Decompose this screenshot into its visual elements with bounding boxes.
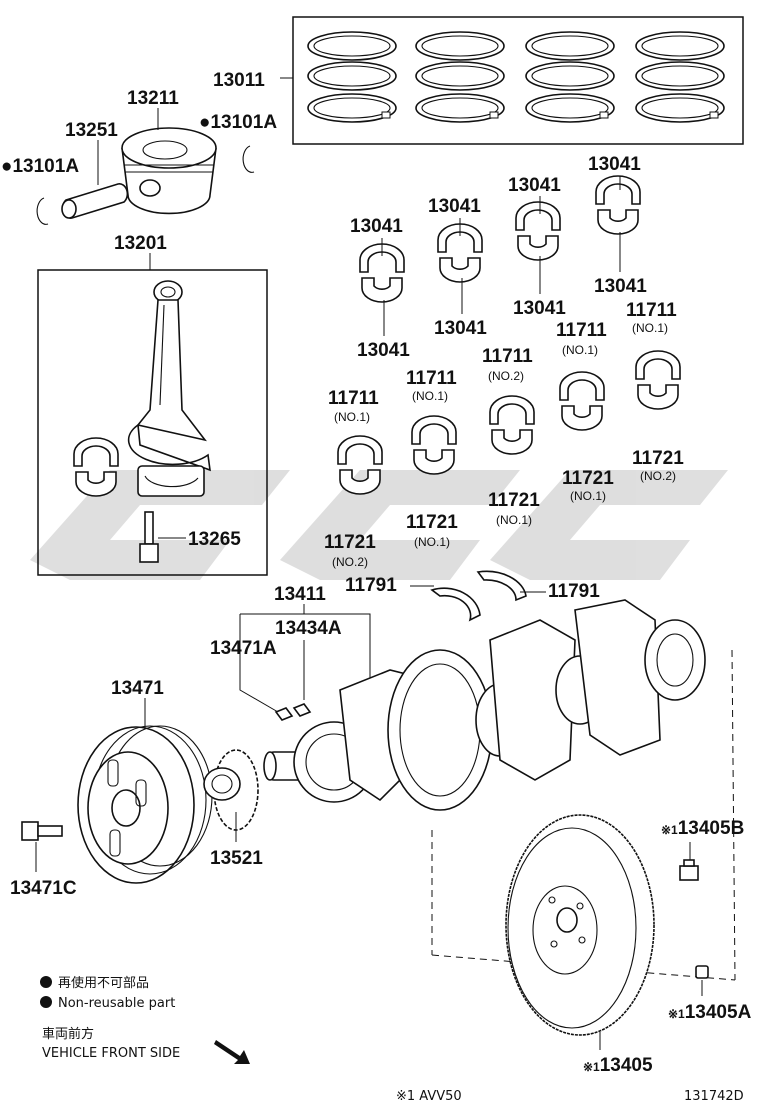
label-crank-key-b: 13471A: [210, 638, 277, 659]
svg-text:(NO.1): (NO.1): [570, 489, 606, 503]
label-conrod-bearing-4b: 13041: [594, 276, 647, 297]
svg-text:(NO.1): (NO.1): [496, 513, 532, 527]
conrod-bolt[interactable]: [139, 511, 159, 563]
svg-text:(NO.2): (NO.2): [332, 555, 368, 569]
note-marker: ※1: [661, 823, 678, 837]
crank-keys[interactable]: [274, 703, 312, 721]
label-main-lower-2: 11721: [406, 512, 458, 533]
svg-text:(NO.2): (NO.2): [488, 369, 524, 383]
label-piston-rings: 13011: [213, 70, 265, 91]
label-snap-ring-left: ●13101A: [1, 156, 79, 177]
label-thrust-washer-left: 11791: [345, 575, 397, 596]
label-flywheel-pin: ※113405A: [668, 1002, 752, 1023]
flywheel-bolt[interactable]: [679, 859, 699, 881]
label-pulley-bolt: 13471C: [10, 878, 77, 899]
flywheel-pin[interactable]: [695, 965, 709, 979]
label-crank-pulley: 13471: [111, 678, 164, 699]
watermark-logo: [30, 470, 728, 580]
conrod-assy-frame: [37, 269, 268, 576]
label-conrod-bearing-3b: 13041: [513, 298, 566, 319]
svg-text:(NO.1): (NO.1): [334, 410, 370, 424]
label-crank-key-a: 13434A: [275, 618, 342, 639]
front-arrow-icon: [214, 1040, 250, 1064]
label-crank-sprocket: 13521: [210, 848, 263, 869]
label-piston-pin: 13251: [65, 120, 118, 141]
label-main-upper-4: 11711: [556, 320, 607, 341]
flywheel-frame: [431, 649, 736, 981]
snap-ring-right[interactable]: [242, 145, 255, 173]
label-conrod-bearing-2b: 13041: [434, 318, 487, 339]
piston-ring-set[interactable]: [292, 16, 744, 145]
label-piston: 13211: [127, 88, 179, 109]
label-conrod-bearing-4a: 13041: [588, 154, 641, 175]
svg-text:(NO.1): (NO.1): [562, 343, 598, 357]
label-snap-ring-right: ●13101A: [199, 112, 277, 133]
snap-ring-left[interactable]: [36, 197, 49, 225]
legend-non-reusable-en: Non-reusable part: [58, 996, 175, 1011]
label-flywheel-bolt: ※113405B: [661, 818, 744, 839]
legend-front-en: VEHICLE FRONT SIDE: [42, 1046, 180, 1061]
crank-sprocket[interactable]: [203, 749, 259, 831]
legend-non-reusable-jp: 再使用不可部品: [58, 975, 149, 991]
crank-pulley[interactable]: [77, 725, 213, 884]
label-main-lower-5: 11721: [632, 448, 684, 469]
label-conrod-bearing-1b: 13041: [357, 340, 410, 361]
non-reusable-marker: ●: [1, 156, 12, 177]
piston-pin[interactable]: [61, 183, 129, 219]
pulley-bolt[interactable]: [21, 821, 63, 841]
diagram-id: 131742D: [684, 1089, 744, 1104]
thrust-washers[interactable]: [430, 570, 527, 622]
connecting-rod[interactable]: [127, 280, 211, 497]
svg-text:(NO.1): (NO.1): [414, 535, 450, 549]
footer-applicability: ※1 AVV50: [396, 1089, 462, 1104]
non-reusable-marker: ●: [199, 112, 210, 133]
label-flywheel: ※113405: [583, 1055, 653, 1076]
note-marker: ※1: [668, 1007, 685, 1021]
legend: 再使用不可部品 Non-reusable part 車両前方 VEHICLE F…: [40, 975, 250, 1064]
label-thrust-washer-right: 11791: [548, 581, 600, 602]
label-main-upper-5: 11711: [626, 300, 677, 321]
label-crankshaft: 13411: [274, 584, 326, 605]
label-conrod-bolt: 13265: [188, 529, 241, 550]
label-main-upper-2: 11711: [406, 368, 457, 389]
flywheel[interactable]: [505, 814, 655, 1036]
legend-front-jp: 車両前方: [42, 1026, 94, 1042]
svg-text:(NO.2): (NO.2): [640, 469, 676, 483]
svg-text:(NO.1): (NO.1): [632, 321, 668, 335]
svg-text:(NO.1): (NO.1): [412, 389, 448, 403]
label-conrod-assy: 13201: [114, 233, 167, 254]
label-main-upper-3: 11711: [482, 346, 533, 367]
label-main-lower-3: 11721: [488, 490, 540, 511]
crankshaft[interactable]: [263, 599, 706, 811]
label-main-lower-1: 11721: [324, 532, 376, 553]
label-main-lower-4: 11721: [562, 468, 614, 489]
label-conrod-bearing-3a: 13041: [508, 175, 561, 196]
note-marker: ※1: [583, 1060, 600, 1074]
piston[interactable]: [121, 127, 217, 215]
label-conrod-bearing-1a: 13041: [350, 216, 403, 237]
label-conrod-bearing-2a: 13041: [428, 196, 481, 217]
label-main-upper-1: 11711: [328, 388, 379, 409]
conrod-bearing-in-box[interactable]: [73, 437, 119, 497]
